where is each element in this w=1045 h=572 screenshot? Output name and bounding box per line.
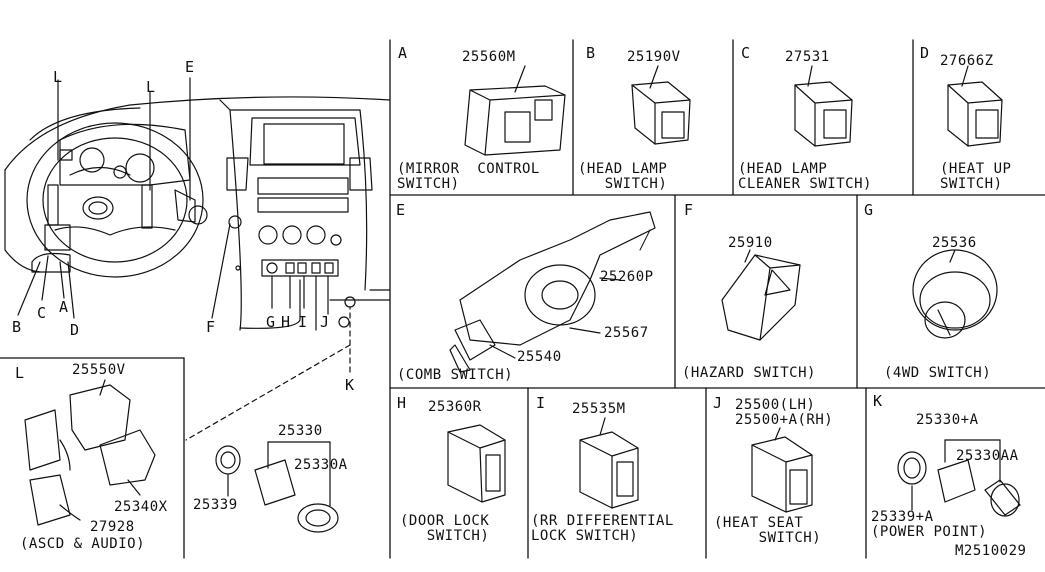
panel-e-letter: E (396, 201, 406, 219)
panel-l-caption: (ASCD & AUDIO) (20, 536, 146, 552)
panel-b-caption: (HEAD LAMP SWITCH) (578, 161, 668, 192)
panel-b-letter: B (586, 44, 596, 62)
panel-f-caption: (HAZARD SWITCH) (682, 365, 816, 381)
overview-callout-i: I (298, 313, 308, 331)
overview-callout-b: B (12, 318, 22, 336)
panel-f-letter: F (684, 201, 694, 219)
lighter-part-number-3: 25339 (193, 497, 238, 513)
panel-d-caption: (HEAT UP SWITCH) (940, 161, 1012, 192)
lighter-part-number-1: 25330 (278, 423, 323, 439)
overview-callout-g: G (266, 313, 276, 331)
panel-l-part-number-3: 27928 (90, 519, 135, 535)
diagram-code: M2510029 (955, 543, 1027, 559)
overview-callout-d: D (70, 321, 80, 339)
mirror-control-switch-drawing (464, 65, 566, 156)
panel-a-letter: A (398, 44, 408, 62)
panel-k-part-number-3: 25339+A (871, 509, 934, 525)
panel-a-part-number: 25560M (462, 49, 516, 65)
panel-k-letter: K (873, 392, 883, 410)
overview-callout-h: H (281, 313, 291, 331)
head-lamp-switch-drawing (631, 65, 691, 145)
panel-d-letter: D (920, 44, 930, 62)
panel-d-part-number: 27666Z (940, 53, 994, 69)
4wd-switch-drawing (912, 249, 998, 339)
panel-g-caption: (4WD SWITCH) (884, 365, 992, 381)
panel-h-caption: (DOOR LOCK SWITCH) (400, 513, 490, 544)
panel-j-part-number-1: 25500(LH) (735, 397, 816, 413)
panel-c-caption: (HEAD LAMP CLEANER SWITCH) (738, 161, 872, 192)
panel-j-letter: J (713, 394, 723, 412)
panel-a-caption: (MIRROR CONTROL SWITCH) (397, 161, 540, 192)
panel-c-part-number: 27531 (785, 49, 830, 65)
panel-e-part-number-3: 25540 (517, 349, 562, 365)
panel-k-part-number-1: 25330+A (916, 412, 979, 428)
comb-switch-drawing (449, 211, 656, 373)
overview-callout-c: C (37, 304, 47, 322)
heat-up-switch-drawing (947, 65, 1003, 147)
panel-f-part-number: 25910 (728, 235, 773, 251)
overview-callout-l2: L (146, 78, 156, 96)
hazard-switch-drawing (721, 249, 801, 341)
overview-callout-a: A (59, 298, 69, 316)
power-point-drawing (897, 439, 1021, 517)
overview-callout-f: F (206, 318, 216, 336)
heat-seat-switch-drawing (751, 427, 813, 513)
panel-g-part-number: 25536 (932, 235, 977, 251)
panel-grid (0, 39, 1045, 559)
panel-e-part-number-2: 25567 (604, 325, 649, 341)
panel-l-letter: L (15, 364, 25, 382)
panel-g-letter: G (864, 201, 874, 219)
panel-h-part-number: 25360R (428, 399, 482, 415)
overview-callout-e: E (185, 58, 195, 76)
overview-callout-l1: L (53, 68, 63, 86)
panel-h-letter: H (397, 394, 407, 412)
panel-k-caption: (POWER POINT) (871, 524, 988, 540)
panel-j-part-number-2: 25500+A(RH) (735, 412, 834, 428)
panel-l-part-number-1: 25550V (72, 362, 126, 378)
door-lock-switch-drawing (447, 424, 506, 503)
panel-e-caption: (COMB SWITCH) (397, 367, 514, 383)
panel-i-letter: I (536, 394, 546, 412)
overview-callout-k: K (345, 376, 355, 394)
overview-callout-j: J (320, 313, 330, 331)
panel-i-caption: (RR DIFFERENTIAL LOCK SWITCH) (531, 513, 674, 544)
head-lamp-cleaner-switch-drawing (794, 65, 853, 147)
panel-k-part-number-2: 25330AA (956, 448, 1019, 464)
panel-l-part-number-2: 25340X (114, 499, 168, 515)
ascd-audio-switch-drawing (24, 379, 156, 526)
rr-differential-lock-switch-drawing (579, 417, 639, 509)
cigarette-lighter-drawing (215, 441, 339, 533)
panel-i-part-number: 25535M (572, 401, 626, 417)
panel-c-letter: C (741, 44, 751, 62)
panel-j-caption: (HEAT SEAT SWITCH) (714, 515, 822, 546)
panel-e-part-number-1: 25260P (600, 269, 654, 285)
dashboard-overview-drawing (4, 77, 391, 441)
panel-b-part-number: 25190V (627, 49, 681, 65)
lighter-part-number-2: 25330A (294, 457, 348, 473)
